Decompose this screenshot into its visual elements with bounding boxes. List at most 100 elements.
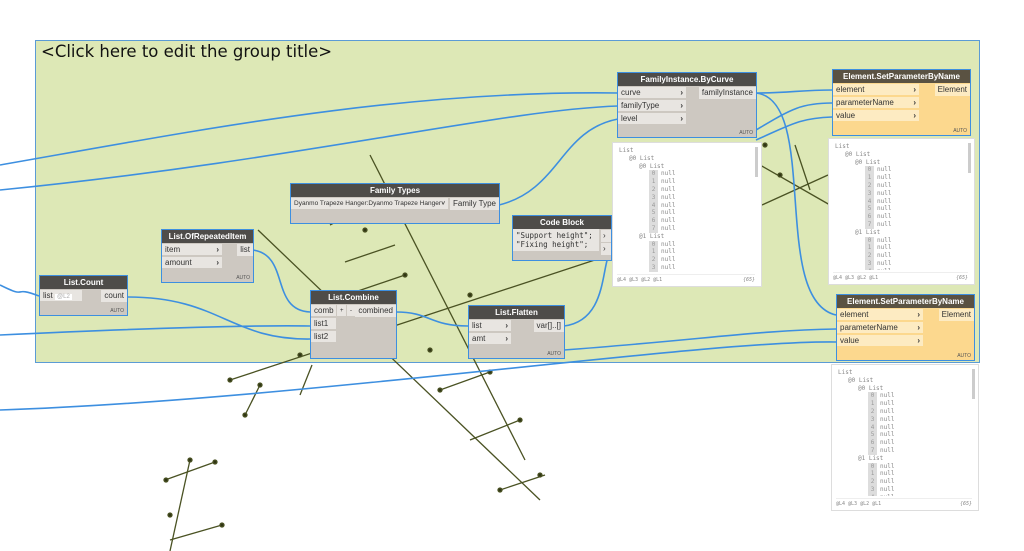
output-port-familyinstance[interactable]: familyInstance: [698, 87, 756, 99]
input-port-value[interactable]: value›: [837, 335, 923, 347]
input-port-familytype[interactable]: familyType›: [618, 100, 686, 112]
input-port-item[interactable]: item›: [162, 244, 222, 256]
output-port-count[interactable]: count: [101, 290, 127, 302]
item-value: null: [877, 252, 892, 260]
code-line: "Fixing height";: [516, 240, 589, 249]
item-value: null: [880, 431, 895, 439]
input-port-amount[interactable]: amount›: [162, 257, 222, 269]
item-value: null: [880, 400, 895, 408]
list-levels[interactable]: @L4 @L3 @L2 @L1: [617, 277, 663, 283]
item-value: null: [880, 415, 895, 423]
item-index: 6: [868, 439, 877, 447]
item-count: {65}: [742, 277, 755, 283]
item-index: 3: [868, 415, 877, 424]
output-port-family-type[interactable]: Family Type: [450, 198, 499, 210]
node-list-combine[interactable]: List.Combine comb + - list1 list2 combin…: [310, 290, 397, 359]
output-port-combined[interactable]: combined: [355, 305, 396, 317]
level-input[interactable]: @L2: [55, 294, 72, 300]
node-title: List.Count: [40, 276, 127, 289]
node-family-types[interactable]: Family Types Dyanmo Trapeze Hanger:Dyanm…: [290, 183, 500, 224]
tree-node[interactable]: @1 List: [835, 229, 964, 237]
list-levels[interactable]: @L4 @L3 @L2 @L1: [836, 501, 882, 507]
tree-node[interactable]: @0 List: [835, 159, 964, 167]
item-index: 0: [865, 236, 874, 245]
tree-node[interactable]: List: [835, 143, 964, 151]
tree-node[interactable]: List: [838, 369, 968, 377]
port-label: value: [840, 336, 860, 345]
input-port-element[interactable]: element›: [837, 309, 923, 321]
tree-node[interactable]: @0 List: [838, 385, 968, 393]
tree-label: @1 List: [858, 454, 884, 462]
node-element-setparameterbyname[interactable]: Element.SetParameterByName element› para…: [832, 69, 971, 136]
node-list-ofrepeateditem[interactable]: List.OfRepeatedItem item› amount› list A…: [161, 229, 254, 283]
node-code-block[interactable]: Code Block "Support height"; "Fixing hei…: [512, 215, 612, 261]
input-port-value[interactable]: value›: [833, 110, 919, 122]
output-port-element[interactable]: Element: [938, 309, 974, 321]
input-port-list[interactable]: list @L2: [40, 290, 82, 302]
item-index: 0: [649, 240, 658, 249]
input-port-list[interactable]: list›: [469, 320, 511, 332]
input-port-parametername[interactable]: parameterName›: [833, 97, 919, 109]
node-title: Family Types: [291, 184, 499, 197]
node-list-flatten[interactable]: List.Flatten list› amt› var[]..[] AUTO: [468, 305, 565, 359]
tree-label: @1 List: [855, 228, 881, 236]
input-port-comb[interactable]: comb: [311, 305, 336, 317]
item-value: null: [661, 201, 676, 209]
tree-node[interactable]: @1 List: [838, 455, 968, 463]
item-index: 7: [649, 224, 658, 233]
tree-node[interactable]: @1 List: [619, 233, 751, 241]
scrollbar[interactable]: [968, 143, 971, 173]
input-port-curve[interactable]: curve›: [618, 87, 686, 99]
tree-node[interactable]: @0 List: [838, 377, 968, 385]
chevron-right-icon: ›: [216, 258, 219, 267]
input-port-parametername[interactable]: parameterName›: [837, 322, 923, 334]
scrollbar[interactable]: [972, 369, 975, 399]
item-value: null: [661, 170, 676, 178]
remove-input-button[interactable]: -: [347, 305, 356, 317]
code-line: "Support height";: [516, 231, 593, 240]
add-input-button[interactable]: +: [337, 305, 346, 317]
node-element-setparameterbyname-2[interactable]: Element.SetParameterByName element› para…: [836, 294, 975, 361]
output-port-list[interactable]: list: [237, 244, 253, 256]
lacing-label: AUTO: [547, 351, 561, 357]
item-value: null: [877, 189, 892, 197]
tree-node[interactable]: @0 List: [835, 151, 964, 159]
input-port-element[interactable]: element›: [833, 84, 919, 96]
output-port-2[interactable]: ›: [601, 243, 611, 255]
item-index: 5: [865, 205, 874, 214]
input-port-list1[interactable]: list1: [311, 318, 336, 330]
node-list-count[interactable]: List.Count list @L2 count AUTO: [39, 275, 128, 316]
output-port-element[interactable]: Element: [934, 84, 970, 96]
output-port-var[interactable]: var[]..[]: [533, 320, 564, 332]
node-familyinstance-bycurve[interactable]: FamilyInstance.ByCurve curve› familyType…: [617, 72, 757, 138]
tree-node[interactable]: @0 List: [619, 155, 751, 163]
scrollbar[interactable]: [755, 147, 758, 177]
tree-node[interactable]: List: [619, 147, 751, 155]
group-title[interactable]: <Click here to edit the group title>: [41, 42, 333, 61]
item-value: null: [661, 224, 676, 232]
port-label: parameterName: [840, 323, 898, 332]
family-type-dropdown[interactable]: Dyanmo Trapeze Hanger:Dyanmo Trapeze Han…: [291, 198, 448, 210]
item-value: null: [877, 197, 892, 205]
item-index: 4: [649, 201, 658, 210]
input-port-list2[interactable]: list2: [311, 331, 336, 343]
item-value: null: [880, 423, 895, 431]
list-levels[interactable]: @L4 @L3 @L2 @L1: [833, 275, 879, 281]
input-port-amt[interactable]: amt›: [469, 333, 511, 345]
input-port-level[interactable]: level›: [618, 113, 686, 125]
preview-footer: @L4 @L3 @L2 @L1{65}: [833, 272, 968, 282]
output-port-1[interactable]: ›: [601, 230, 611, 242]
tree-node[interactable]: @0 List: [619, 163, 751, 171]
code-editor[interactable]: "Support height"; "Fixing height";: [513, 229, 599, 251]
